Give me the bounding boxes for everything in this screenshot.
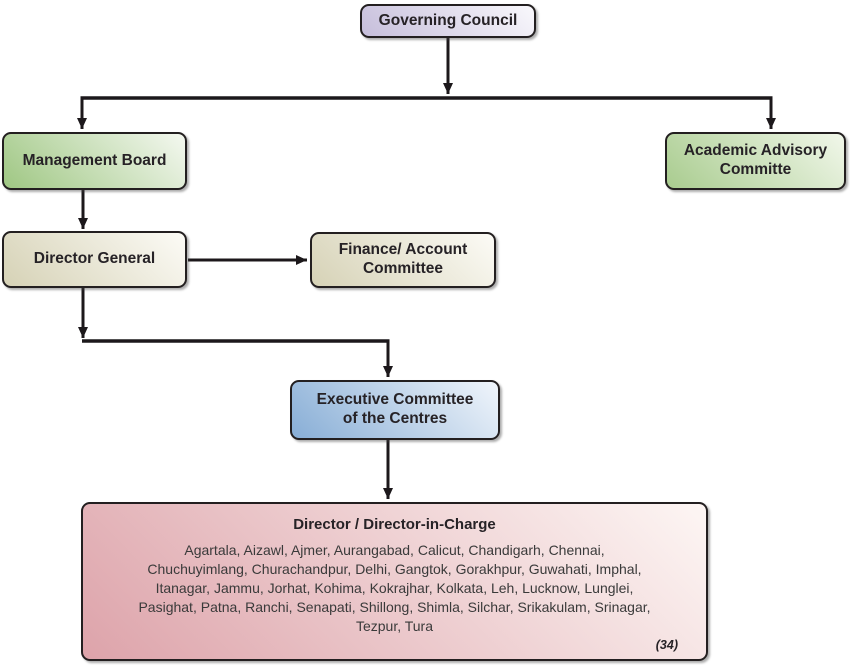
node-governing-council: Governing Council <box>360 4 536 38</box>
node-executive-committee-label-line1: Executive Committee <box>316 391 474 409</box>
director-centres-list: Agartala, Aizawl, Ajmer, Aurangabad, Cal… <box>138 541 650 636</box>
node-academic-advisory-committee: Academic Advisory Committe <box>665 132 846 190</box>
node-director-in-charge: Director / Director-in-Charge Agartala, … <box>81 502 708 661</box>
centres-list-line: Chuchuyimlang, Churachandpur, Delhi, Gan… <box>147 561 642 577</box>
node-governing-council-label: Governing Council <box>378 11 518 29</box>
node-director-general: Director General <box>2 231 187 288</box>
centres-list-line: Tezpur, Tura <box>355 618 434 634</box>
node-management-board: Management Board <box>2 132 187 190</box>
node-finance-account-label-line1: Finance/ Account <box>338 241 468 259</box>
centres-list-line: Itanagar, Jammu, Jorhat, Kohima, Kokrajh… <box>155 580 634 596</box>
centres-list-line: Pasighat, Patna, Ranchi, Senapati, Shill… <box>138 599 651 615</box>
centres-list-line: Agartala, Aizawl, Ajmer, Aurangabad, Cal… <box>184 542 605 558</box>
node-director-general-label: Director General <box>33 250 156 268</box>
director-in-charge-title: Director / Director-in-Charge <box>293 516 496 533</box>
node-finance-account-label-line2: Committee <box>362 260 444 277</box>
node-executive-committee-label-line2: of the Centres <box>342 410 448 427</box>
node-academic-advisory-label-line1: Academic Advisory <box>683 142 828 160</box>
node-finance-account-committee: Finance/ Account Committee <box>310 232 496 288</box>
centres-count-badge: (34) <box>655 638 678 652</box>
node-management-board-label: Management Board <box>22 151 167 169</box>
node-executive-committee: Executive Committee of the Centres <box>290 380 500 440</box>
node-academic-advisory-label-line2: Committe <box>719 161 792 178</box>
